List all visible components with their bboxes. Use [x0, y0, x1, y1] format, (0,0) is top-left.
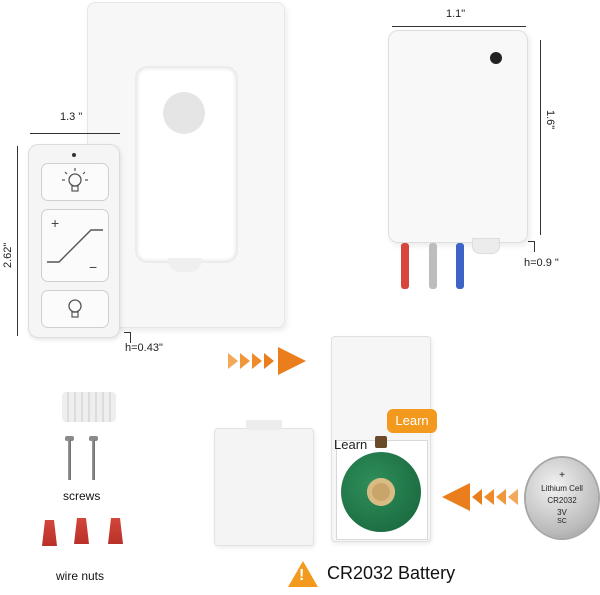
remote-width-line [30, 133, 120, 134]
coin-brand-label: SC [557, 518, 567, 525]
wall-anchors [62, 392, 116, 422]
warning-exclamation: ! [299, 567, 305, 584]
coin-cell-battery [526, 458, 598, 538]
wire-blue [456, 243, 464, 289]
receiver-depth-label: h=0.9 " [524, 257, 559, 269]
screw-left [68, 440, 71, 480]
wire-red [401, 243, 409, 289]
remote-depth-label: h=0.43" [125, 342, 163, 354]
receiver-height-line [540, 40, 541, 235]
warning-icon [288, 561, 318, 587]
battery-contact [367, 478, 395, 506]
remote-height-label: 2.62" [2, 242, 14, 268]
remote-height-line [17, 146, 18, 336]
arrow-right-icon [228, 347, 306, 375]
circuit-board [341, 452, 421, 532]
coin-model-label: CR2032 [547, 496, 577, 505]
wire-nut-3 [108, 518, 123, 544]
remote-indicator-dot [72, 153, 76, 157]
wire-nut-1 [42, 520, 57, 546]
receiver-width-label: 1.1" [446, 8, 466, 20]
wire-nut-2 [74, 518, 89, 544]
receiver-mount-tab [472, 238, 500, 254]
receiver-module [388, 30, 528, 243]
battery-title: CR2032 Battery [327, 563, 456, 583]
remote-on-button[interactable] [41, 163, 109, 201]
screw-right [92, 440, 95, 480]
arrow-left-icon [442, 483, 518, 511]
receiver-height-label: 1.6" [544, 110, 556, 130]
remote-dimmer-rocker[interactable]: + − [41, 209, 109, 282]
remote-off-button[interactable] [41, 290, 109, 328]
receiver-width-line [392, 26, 526, 27]
wire-gray [429, 243, 437, 289]
screw-head-left [65, 436, 74, 441]
coin-voltage-label: 3V [557, 508, 567, 517]
wall-plate-mount-knob [163, 92, 205, 134]
wall-plate-lower-notch [168, 258, 202, 272]
remote-width-label: 1.3 " [60, 111, 83, 123]
learn-button-label: Learn [334, 437, 368, 452]
screw-head-right [89, 436, 98, 441]
battery-cover [214, 420, 314, 546]
remote-depth-tick [124, 332, 131, 343]
learn-badge: Learn [387, 409, 437, 433]
wire-nuts-caption: wire nuts [56, 569, 105, 583]
dimmer-minus-symbol: − [89, 259, 98, 275]
battery-cover-clip [246, 420, 282, 430]
coin-plus-symbol: + [559, 470, 565, 481]
light-bulb-icon [68, 299, 82, 318]
dimmer-plus-symbol: + [51, 215, 60, 231]
receiver-depth-tick [528, 241, 535, 252]
receiver-learn-hole [490, 52, 502, 64]
screws-caption: screws [63, 489, 101, 503]
light-bulb-bright-icon [62, 168, 88, 192]
learn-button[interactable] [375, 436, 387, 448]
dimmer-ramp-icon [47, 229, 103, 263]
remote-control: + − [28, 144, 120, 338]
coin-type-label: Lithium Cell [541, 484, 583, 493]
